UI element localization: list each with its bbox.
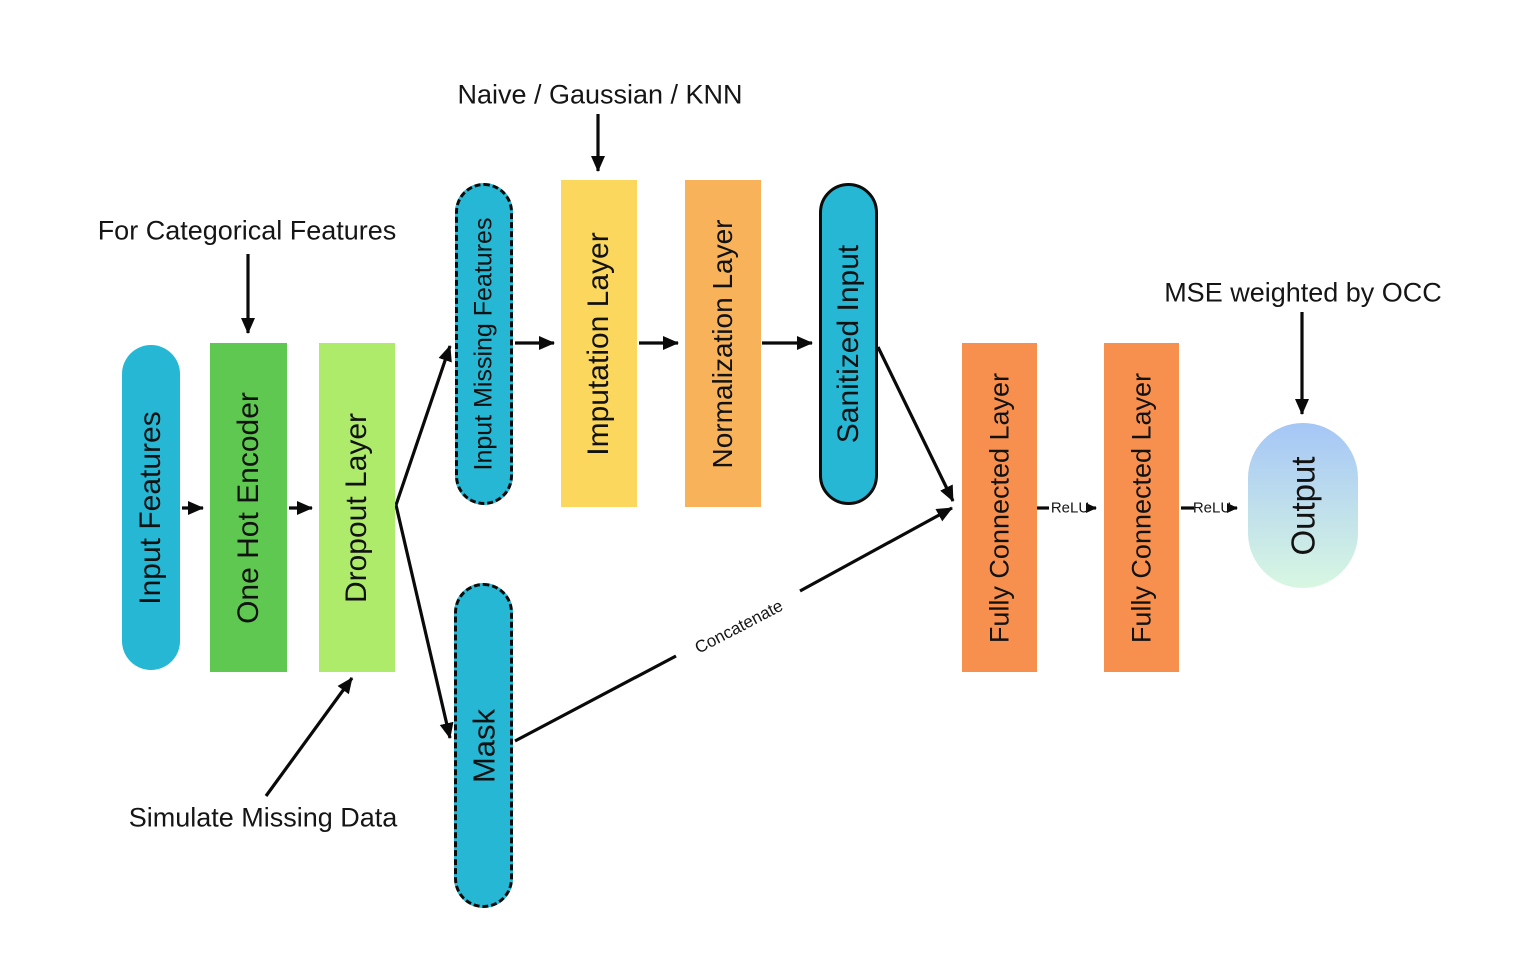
- node-sanitized-input: Sanitized Input: [819, 183, 878, 505]
- annotation-mse-weighted-by-occ: MSE weighted by OCC: [1164, 277, 1442, 308]
- node-dropout-layer: Dropout Layer: [319, 343, 395, 672]
- node-output-label: Output: [1284, 455, 1322, 556]
- node-input-missing-features: Input Missing Features: [455, 183, 513, 505]
- arrow-dropout-to-mask: [394, 504, 454, 739]
- node-mask-label: Mask: [466, 708, 501, 783]
- annotation-for-categorical-features: For Categorical Features: [97, 215, 397, 246]
- node-input-missing-features-label: Input Missing Features: [469, 217, 498, 471]
- annotation-relu-2: ReLU: [1192, 499, 1232, 517]
- node-mask: Mask: [454, 583, 513, 908]
- node-sanitized-input-label: Sanitized Input: [831, 244, 865, 444]
- node-one-hot-encoder: One Hot Encoder: [210, 343, 287, 672]
- node-normalization-layer: Normalization Layer: [685, 180, 761, 507]
- arrow-sanitized-to-fc1: [876, 346, 955, 502]
- node-imputation-layer-label: Imputation Layer: [582, 231, 615, 456]
- arrow-simulate-annotation: [264, 677, 354, 797]
- node-fully-connected-layer-1-label: Fully Connected Layer: [984, 372, 1014, 643]
- arrow-dropout-to-input-missing: [394, 345, 452, 506]
- annotation-relu-1: ReLU: [1050, 499, 1090, 517]
- node-imputation-layer: Imputation Layer: [561, 180, 637, 507]
- node-dropout-layer-label: Dropout Layer: [340, 412, 373, 603]
- node-input-features-label: Input Features: [134, 410, 167, 605]
- annotation-naive-gaussian-knn: Naive / Gaussian / KNN: [457, 79, 743, 110]
- node-normalization-layer-label: Normalization Layer: [707, 219, 738, 468]
- annotation-concatenate: Concatenate: [691, 596, 787, 658]
- node-input-features: Input Features: [122, 345, 180, 670]
- node-fully-connected-layer-1: Fully Connected Layer: [962, 343, 1037, 672]
- line-concatenate-segment-1: [514, 654, 677, 743]
- annotation-simulate-missing-data: Simulate Missing Data: [128, 802, 398, 833]
- node-one-hot-encoder-label: One Hot Encoder: [231, 391, 265, 624]
- node-fully-connected-layer-2-label: Fully Connected Layer: [1126, 372, 1156, 643]
- node-output: Output: [1248, 423, 1358, 588]
- node-fully-connected-layer-2: Fully Connected Layer: [1104, 343, 1179, 672]
- arrow-concatenate-segment-2: [799, 506, 953, 593]
